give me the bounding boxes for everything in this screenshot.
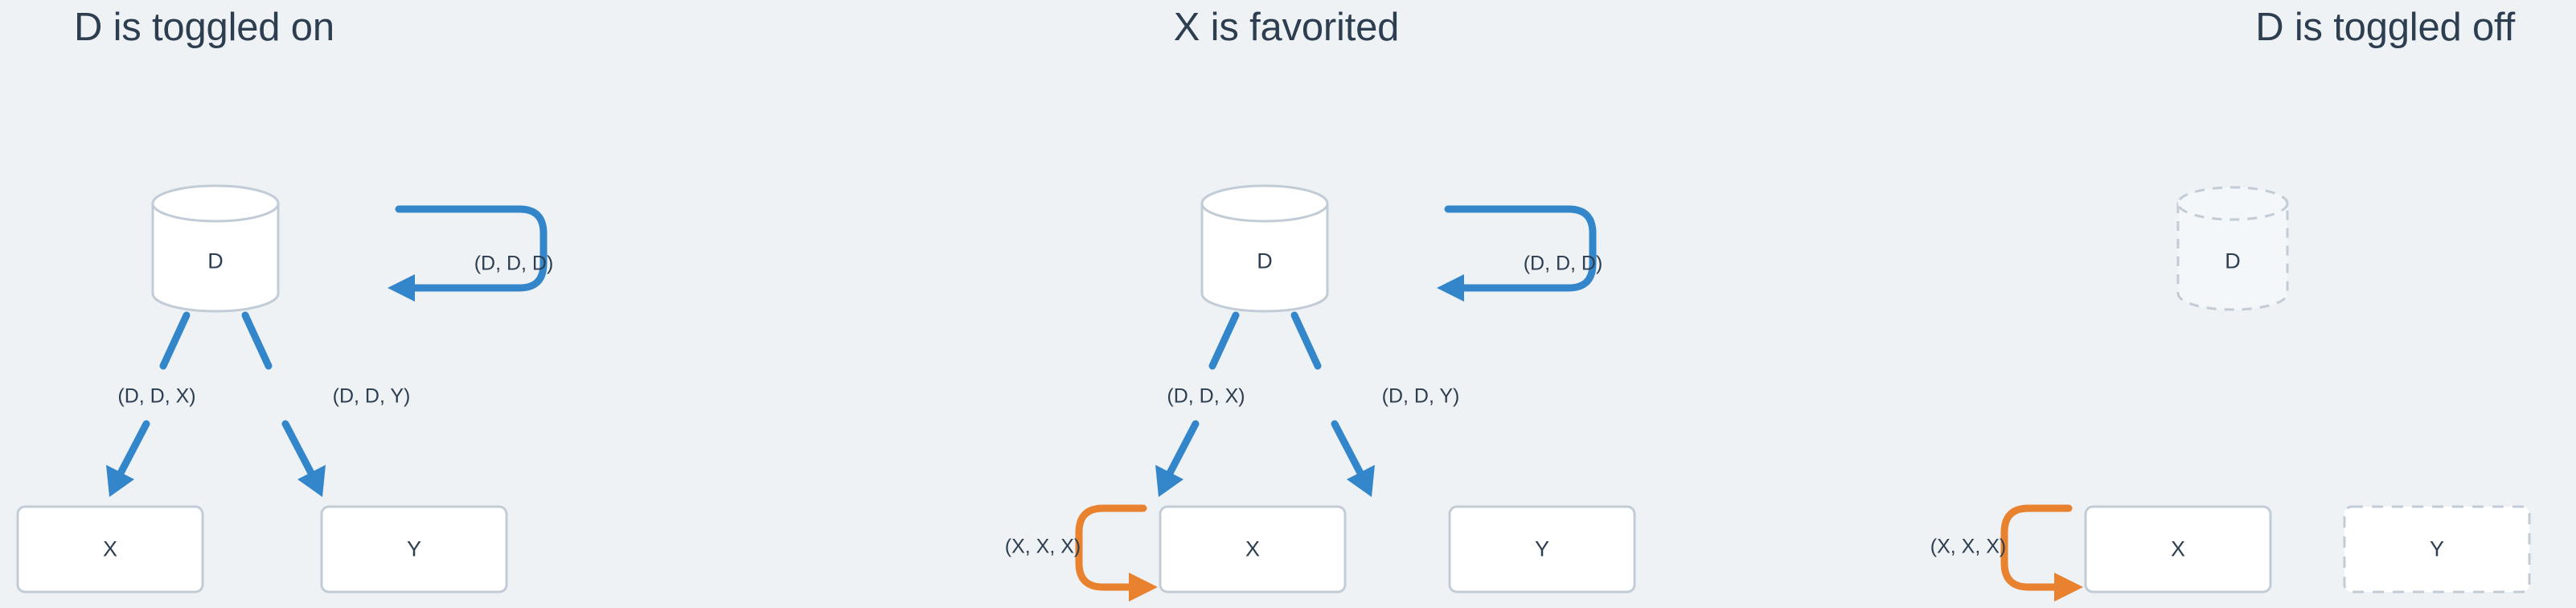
node-x-box[interactable] [1159,505,1347,594]
node-d-cylinder-disabled[interactable] [2176,186,2289,311]
edge-d-to-x[interactable] [106,311,191,497]
panel-graph: D X Y (D, D, D) (D, D, X) (D, D, Y) [0,0,804,608]
edge-d-to-x[interactable] [1155,311,1240,497]
node-y-box-disabled[interactable] [2343,505,2531,594]
panel-x-favorited: X is favorited [804,0,1769,608]
node-d-cylinder[interactable] [151,184,280,313]
node-x-box[interactable] [16,505,204,594]
edge-x-self-loop[interactable] [1075,504,1158,602]
edge-d-to-y[interactable] [1290,311,1375,497]
panel-title: D is toggled on [74,6,334,49]
panel-toggled-off: D is toggled off [1769,0,2576,608]
node-y-box[interactable] [320,505,508,594]
edge-d-self-loop[interactable] [388,205,548,302]
panel-title: X is favorited [1173,6,1400,49]
edge-x-self-loop[interactable] [2000,504,2083,602]
panel-toggled-on: D is toggled on [0,0,804,608]
panel-title: D is toggled off [2255,6,2515,49]
edge-d-self-loop[interactable] [1437,205,1597,302]
panel-graph: D X Y (X, X, X) [1769,0,2576,608]
panel-graph: D X Y (D, D, D) (D, D, X) (D, D, Y) (X, … [804,0,1769,608]
node-d-cylinder[interactable] [1200,184,1329,313]
node-y-box[interactable] [1448,505,1636,594]
edge-d-to-y[interactable] [241,311,326,497]
node-x-box[interactable] [2084,505,2272,594]
